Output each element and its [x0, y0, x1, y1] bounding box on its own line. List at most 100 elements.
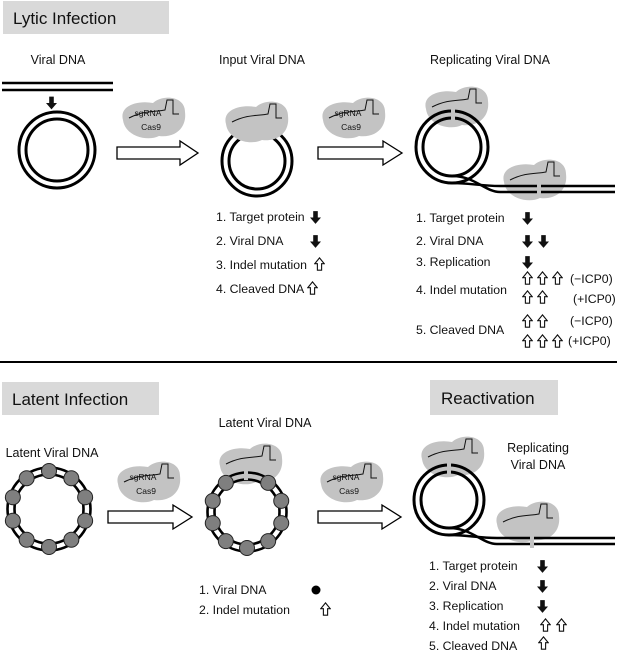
- nucleosome: [41, 539, 57, 555]
- nucleosome: [260, 474, 277, 491]
- list-item: 5. Cleaved DNA: [429, 639, 518, 651]
- reactivation-result-list: 1. Target protein 2. Viral DNA 3. Replic…: [429, 559, 567, 651]
- latent-result-list: 1. Viral DNA 2. Indel mutation: [199, 583, 331, 617]
- process-arrow: [116, 139, 200, 167]
- cas9-label: Cas9: [136, 486, 156, 496]
- nucleosome: [63, 470, 80, 487]
- nucleosome: [63, 531, 80, 548]
- cas9-sgrna-complex: sgRNA Cas9: [321, 97, 386, 139]
- input-result-list: 1. Target protein 2. Viral DNA 3. Indel …: [216, 210, 325, 296]
- nucleosome: [204, 492, 221, 509]
- viral-dna-label: Viral DNA: [31, 53, 86, 67]
- input-viral-dna-circle: [220, 101, 294, 198]
- nucleosome: [4, 489, 21, 506]
- up-arrow-icon: [552, 271, 563, 285]
- cas9-sgrna-complex: sgRNA Cas9: [121, 97, 186, 139]
- input-viral-dna-label: Input Viral DNA: [219, 53, 306, 67]
- list-item: 3. Replication: [416, 255, 491, 269]
- down-arrow-icon: [537, 580, 548, 593]
- sgrna-label: sgRNA: [335, 108, 362, 118]
- icp0-plus-label: (+ICP0): [573, 292, 616, 306]
- circular-viral-dna: [17, 110, 97, 190]
- nucleosome: [41, 463, 57, 479]
- up-arrow-icon: [537, 290, 548, 304]
- up-arrow-icon: [307, 281, 318, 295]
- latent-header: Latent Infection: [12, 390, 128, 409]
- latent-viral-dna-label: Latent Viral DNA: [6, 446, 100, 460]
- latent-viral-dna-label-2: Latent Viral DNA: [219, 416, 313, 430]
- icp0-minus-label: (−ICP0): [570, 272, 613, 286]
- cas9-label: Cas9: [141, 122, 161, 132]
- list-item: 2. Viral DNA: [429, 579, 497, 593]
- down-arrow-icon: [522, 235, 533, 248]
- icp0-plus-label: (+ICP0): [568, 334, 611, 348]
- list-item: 2. Indel mutation: [199, 603, 290, 617]
- linear-viral-dna: [2, 81, 113, 92]
- list-item: 5. Cleaved DNA: [416, 323, 505, 337]
- replicating-label-line1: Replicating: [507, 441, 569, 455]
- sgrna-label: sgRNA: [333, 472, 360, 482]
- down-arrow-icon: [310, 211, 321, 224]
- sgrna-label: sgRNA: [130, 472, 157, 482]
- up-arrow-icon: [320, 602, 331, 616]
- up-arrow-icon: [314, 257, 325, 271]
- replicating-label-line2: Viral DNA: [511, 458, 566, 472]
- process-arrow: [317, 139, 404, 167]
- up-arrow-icon: [538, 636, 549, 650]
- nucleosome: [77, 512, 94, 529]
- process-arrow: [317, 503, 403, 531]
- cas9-sgrna-complex: sgRNA Cas9: [116, 461, 181, 503]
- down-arrow-icon: [537, 600, 548, 613]
- lytic-header-box: [3, 1, 169, 34]
- dot-icon: [311, 585, 321, 595]
- up-arrow-icon: [522, 290, 533, 304]
- nucleosome: [18, 470, 35, 487]
- down-arrow-icon: [310, 235, 321, 248]
- down-arrow-icon: [522, 212, 533, 225]
- list-item: 2. Viral DNA: [416, 234, 484, 248]
- process-arrow: [107, 503, 194, 531]
- list-item: 4. Indel mutation: [429, 619, 520, 633]
- nucleosome: [239, 540, 255, 556]
- list-item: 1. Target protein: [429, 559, 518, 573]
- up-arrow-icon: [537, 271, 548, 285]
- replicating-viral-dna-label: Replicating Viral DNA: [430, 53, 551, 67]
- up-arrow-icon: [537, 334, 548, 348]
- lytic-header: Lytic Infection: [13, 9, 116, 28]
- down-arrow-icon: [46, 96, 57, 110]
- list-item: 1. Viral DNA: [199, 583, 267, 597]
- icp0-minus-label: (−ICP0): [570, 314, 613, 328]
- list-item: 1. Target protein: [416, 211, 505, 225]
- up-arrow-icon: [552, 334, 563, 348]
- up-arrow-icon: [522, 271, 533, 285]
- latent-chromatin-cas9-bound: [204, 443, 290, 556]
- up-arrow-icon: [522, 334, 533, 348]
- nucleosome: [4, 512, 21, 529]
- nucleosome: [77, 489, 94, 506]
- replicating-viral-dna: [414, 86, 615, 201]
- up-arrow-icon: [556, 618, 567, 632]
- reactivation-header-box: [430, 380, 558, 415]
- cas9-sgrna-complex: sgRNA Cas9: [319, 461, 384, 503]
- latent-chromatin-circle: [4, 463, 94, 555]
- up-arrow-icon: [537, 314, 548, 328]
- cas9-label: Cas9: [341, 122, 361, 132]
- nucleosome: [260, 533, 277, 550]
- nucleosome: [273, 492, 290, 509]
- up-arrow-icon: [522, 314, 533, 328]
- cas9-label: Cas9: [339, 486, 359, 496]
- reactivation-header: Reactivation: [441, 389, 535, 408]
- list-item: 3. Replication: [429, 599, 504, 613]
- list-item: 4. Indel mutation: [416, 283, 507, 297]
- list-item: 3. Indel mutation: [216, 258, 307, 272]
- latent-header-box: [2, 382, 159, 415]
- reactivation-replicating-dna: [412, 436, 615, 548]
- nucleosome: [217, 533, 234, 550]
- nucleosome: [18, 531, 35, 548]
- nucleosome: [217, 474, 234, 491]
- down-arrow-icon: [538, 235, 549, 248]
- up-arrow-icon: [540, 618, 551, 632]
- replicating-result-list: 1. Target protein 2. Viral DNA 3. Replic…: [416, 211, 616, 348]
- down-arrow-icon: [537, 560, 548, 573]
